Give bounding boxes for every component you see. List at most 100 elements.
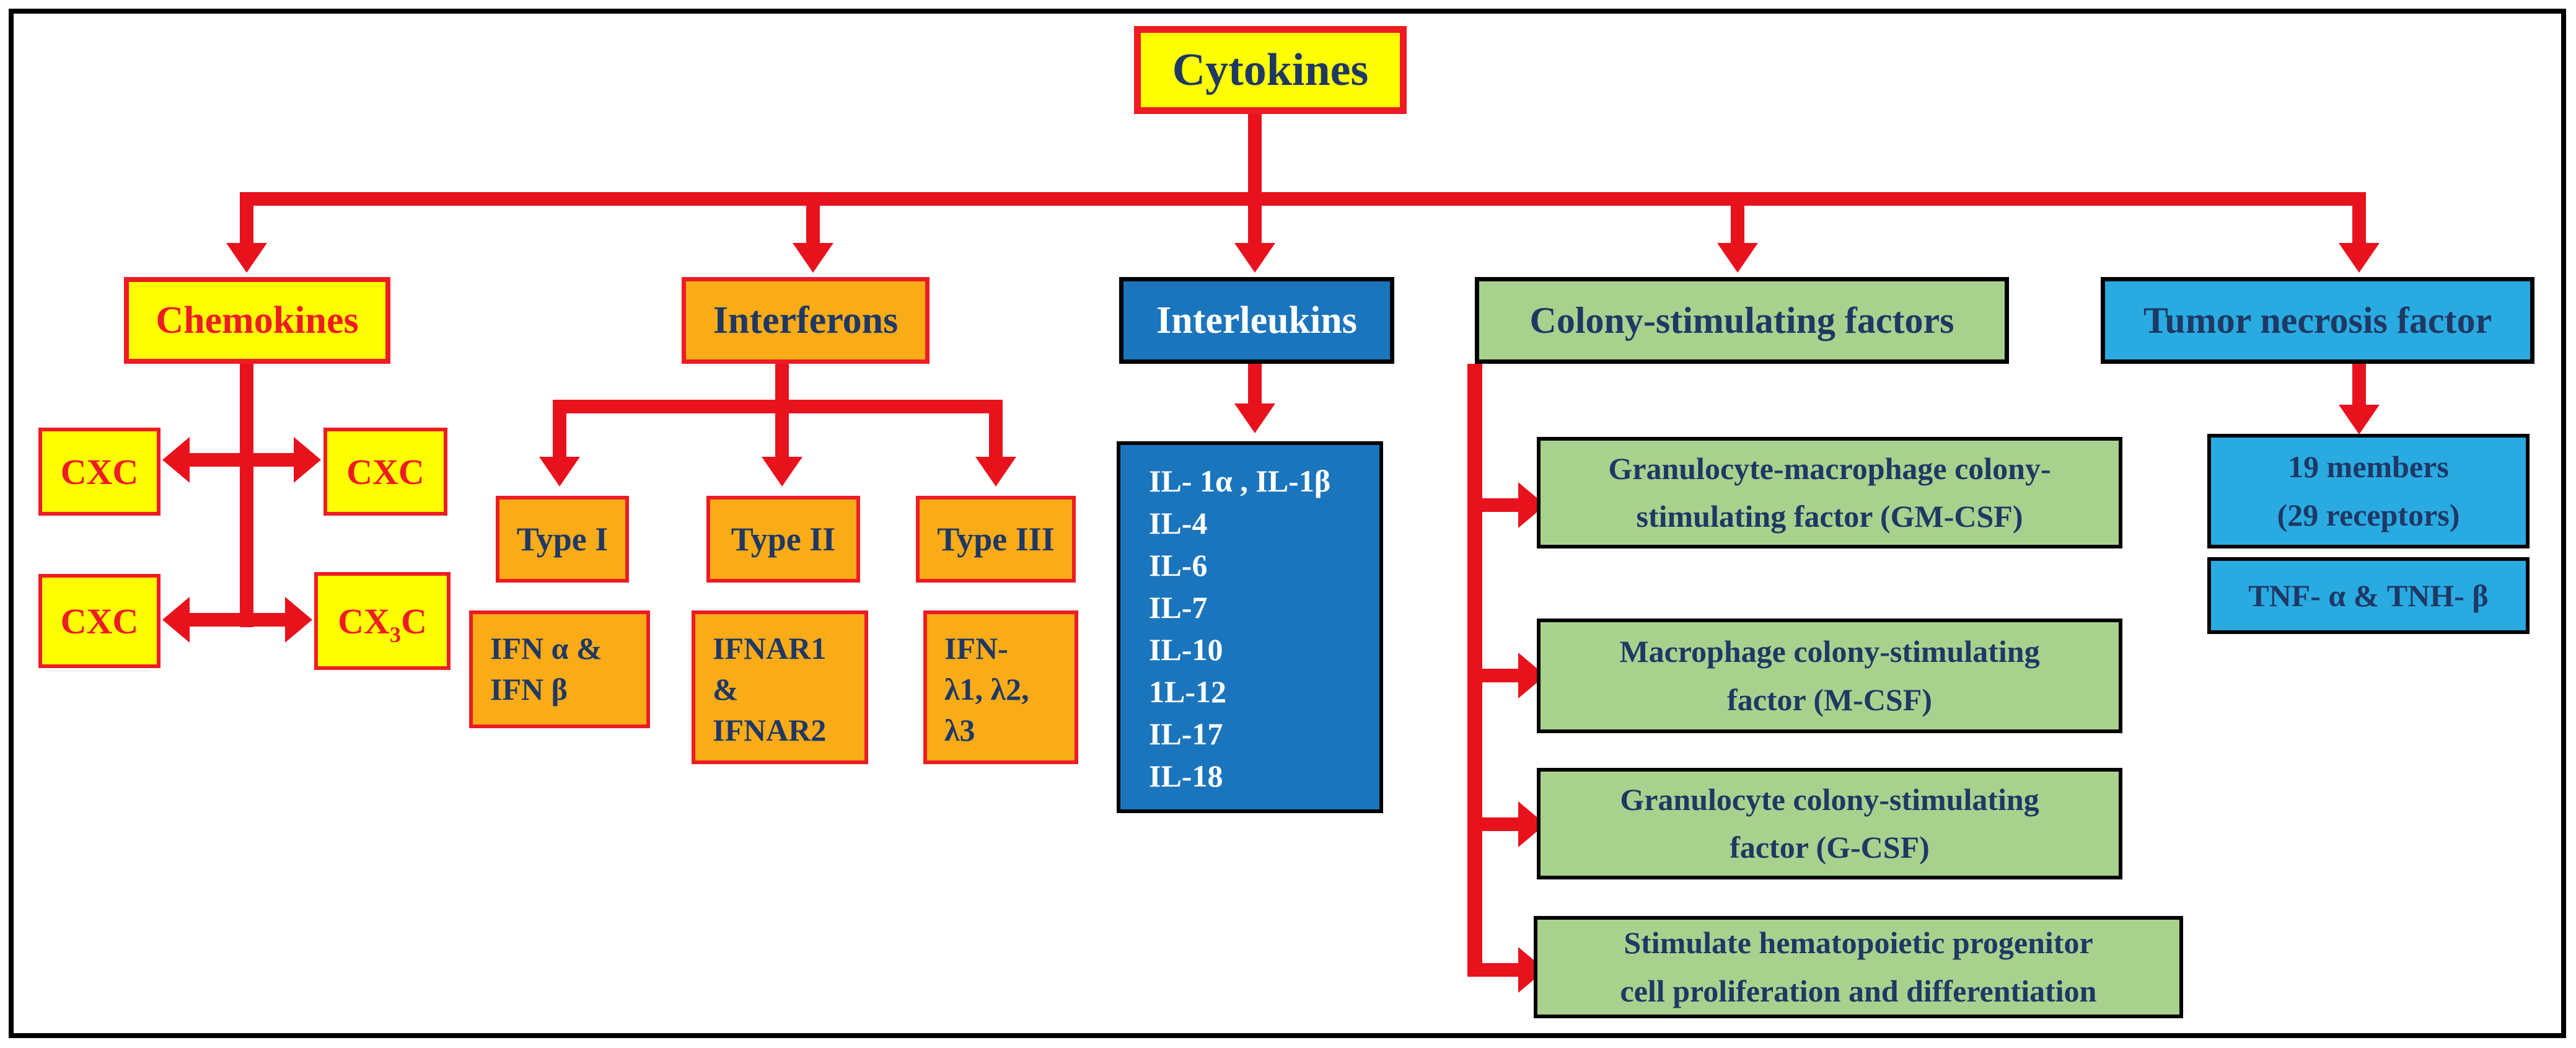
connector-drop-tnf [2352,205,2366,243]
m-csf-line2: factor (M-CSF) [1727,682,1932,717]
connector-interferons-stem [775,364,789,400]
arrowhead-type3 [975,457,1016,487]
ifn-alpha-beta-line2: IFN β [490,672,568,707]
csf-function-line1: Stimulate hematopoietic progenitor [1624,925,2093,960]
connector-root-stem [1248,114,1262,193]
ifnar-box: IFNAR1 & IFNAR2 [692,610,868,764]
tnf-members-box: 19 members (29 receptors) [2207,434,2530,548]
arrowhead-row1-left [162,437,190,483]
arrowhead-csf [1717,243,1758,273]
connector-drop-chemokines [240,205,253,243]
chemokines-label: Chemokines [156,299,359,341]
connector-mcsf [1482,669,1518,682]
connector-interferons-tbar [553,400,1003,413]
cxc-bottom-left-label: CXC [60,601,139,641]
connector-csf-function [1482,963,1518,977]
cx3c-box: CX3C [314,572,451,670]
interleukin-item: IL-17 [1149,716,1223,751]
connector-chemokines-row2 [190,613,285,627]
type1-box: Type I [496,496,629,583]
connector-type1-stem [553,413,566,457]
connector-chemokines-row1 [190,453,294,467]
cx3c-label: CX3C [338,601,427,647]
arrowhead-row2-left [162,597,190,643]
cytokines-label: Cytokines [1172,44,1369,95]
interleukin-item: IL-10 [1149,632,1223,667]
tnf-members-line1: 19 members [2288,449,2449,484]
g-csf-box: Granulocyte colony-stimulating factor (G… [1537,768,2122,879]
connector-type3-stem [989,413,1003,457]
connector-chemokines-vline [240,364,253,627]
connector-drop-csf [1731,205,1744,243]
gm-csf-box: Granulocyte-macrophage colony- stimulati… [1537,437,2122,548]
ifn-lambda-line2: λ1, λ2, [944,672,1029,707]
outer-border [9,9,2566,1038]
m-csf-line1: Macrophage colony-stimulating [1619,634,2040,669]
arrowhead-tnf [2339,243,2380,273]
interleukins-label: Interleukins [1156,299,1357,341]
arrowhead-tnf-members [2339,405,2380,434]
arrowhead-chemokines [226,243,267,273]
tnf-alpha-beta-box: TNF- α & TNH- β [2207,557,2530,634]
interleukin-item: IL-4 [1149,506,1208,540]
gm-csf-line2: stimulating factor (GM-CSF) [1636,499,2023,534]
ifn-lambda-line1: IFN- [944,631,1008,666]
chemokines-header-box: Chemokines [124,277,390,364]
csf-function-box: Stimulate hematopoietic progenitor cell … [1534,916,2183,1018]
interleukins-header-box: Interleukins [1119,277,1394,364]
type3-label: Type III [937,521,1055,558]
arrowhead-row2-right [285,597,312,643]
connector-gcsf [1482,817,1518,831]
connector-tnf-stem [2352,364,2366,405]
ifnar-line3: IFNAR2 [713,713,827,747]
interleukin-item: 1L-12 [1149,674,1226,709]
tnf-header-box: Tumor necrosis factor [2101,277,2534,364]
arrowhead-interferons [793,243,833,273]
interleukin-item: IL-7 [1149,590,1208,625]
connector-csf-vline [1467,364,1482,977]
type3-box: Type III [916,496,1076,583]
ifnar-line1: IFNAR1 [713,631,827,666]
connector-gmcsf [1482,498,1518,512]
interleukin-item: IL-18 [1149,759,1223,793]
connector-interleukins-stem [1248,364,1262,403]
interferons-label: Interferons [713,299,899,341]
cxc-top-left-box: CXC [38,428,160,516]
ifn-alpha-beta-box: IFN α & IFN β [469,610,650,728]
ifn-lambda-line3: λ3 [944,713,975,747]
connector-top-horizontal [240,192,2366,206]
cxc-top-right-label: CXC [346,451,424,492]
arrowhead-interleukins [1234,243,1275,273]
connector-drop-interleukins [1248,205,1262,243]
type1-label: Type I [516,521,609,558]
tnf-members-line2: (29 receptors) [2277,497,2460,532]
arrowhead-interleukins-list [1234,403,1275,433]
gm-csf-line1: Granulocyte-macrophage colony- [1608,451,2051,486]
ifn-lambda-box: IFN- λ1, λ2, λ3 [923,610,1078,764]
interferons-header-box: Interferons [682,277,930,364]
interleukins-list-box: IL- 1α , IL-1β IL-4 IL-6 IL-7 IL-10 1L-1… [1117,441,1383,813]
m-csf-box: Macrophage colony-stimulating factor (M-… [1537,619,2122,733]
arrowhead-type1 [539,457,580,487]
arrowhead-row1-right [294,437,321,483]
g-csf-line1: Granulocyte colony-stimulating [1620,782,2039,817]
cxc-top-left-label: CXC [60,451,139,492]
cxc-bottom-left-box: CXC [38,574,160,668]
csf-label: Colony-stimulating factors [1529,299,1954,341]
g-csf-line2: factor (G-CSF) [1730,830,1930,865]
ifn-alpha-beta-line1: IFN α & [490,631,602,666]
tnf-alpha-beta-label: TNF- α & TNH- β [2248,578,2489,613]
connector-drop-interferons [806,205,820,243]
connector-type2-stem [775,413,789,457]
csf-header-box: Colony-stimulating factors [1475,277,2009,364]
csf-function-line2: cell proliferation and differentiation [1620,973,2097,1008]
interleukin-item: IL- 1α , IL-1β [1149,464,1331,498]
ifnar-line2: & [713,672,739,707]
type2-label: Type II [731,521,836,558]
cxc-top-right-box: CXC [323,428,447,516]
type2-box: Type II [706,496,860,583]
tnf-label: Tumor necrosis factor [2143,299,2492,341]
arrowhead-type2 [762,457,802,487]
cytokines-root-box: Cytokines [1134,26,1407,114]
